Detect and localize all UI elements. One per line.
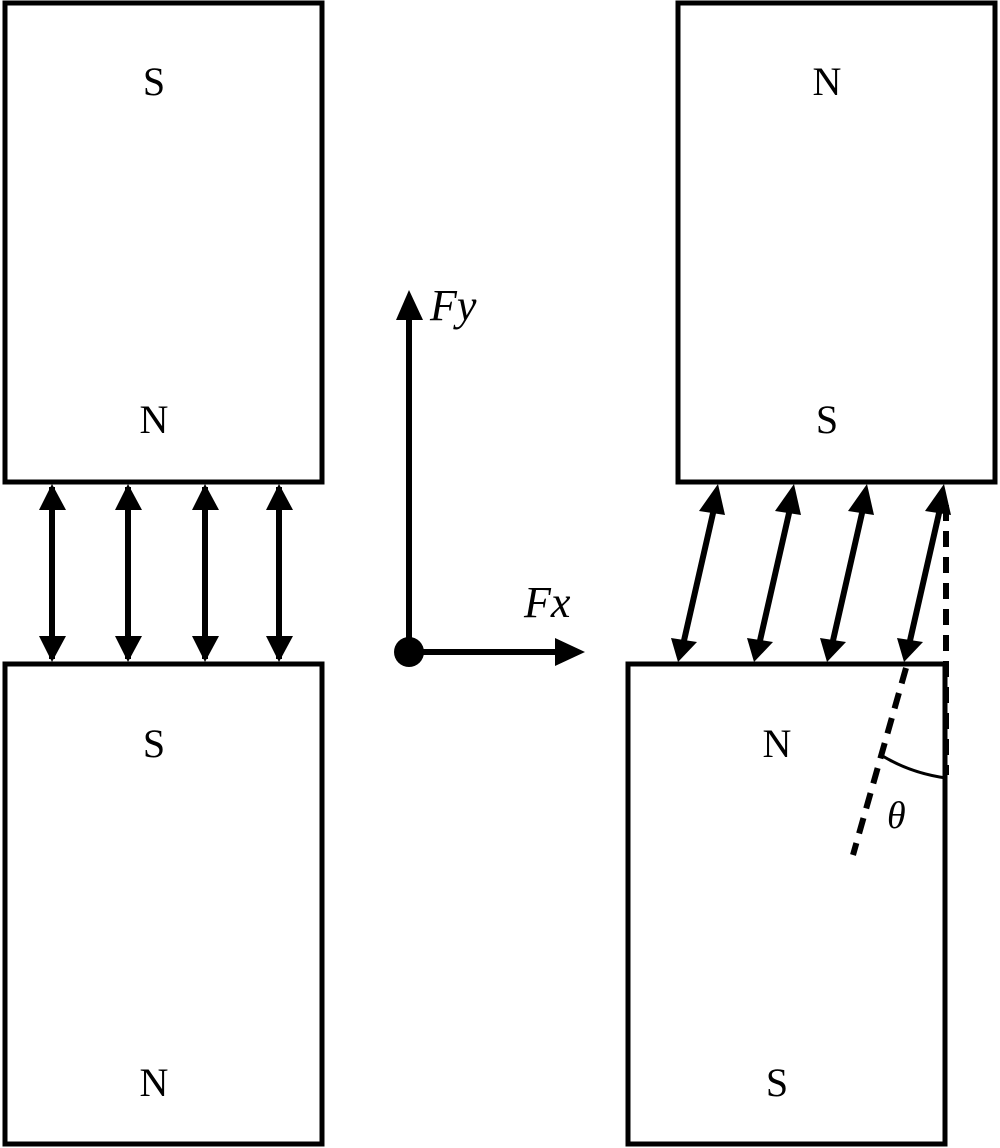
force-arrow (747, 484, 801, 662)
left-top-magnet (2, 0, 325, 485)
fx-arrowhead (555, 638, 585, 666)
left-top-magnet-top-pole: S (143, 59, 165, 104)
force-arrow (266, 484, 293, 662)
right-bottom-magnet-top-pole: N (763, 721, 792, 766)
angle-theta-label: θ (887, 795, 906, 837)
left-bottom-magnet-bottom-pole: N (140, 1060, 169, 1105)
force-arrow (820, 484, 874, 662)
left-bottom-magnet (2, 661, 325, 1147)
left-top-magnet-bottom-pole: N (140, 397, 169, 442)
force-arrow (671, 484, 725, 662)
right-top-magnet (675, 0, 998, 485)
fx-label: Fx (523, 578, 571, 627)
origin-point (394, 637, 424, 667)
right-top-magnet-bottom-pole: S (816, 397, 838, 442)
left-configuration: S N S N (2, 0, 325, 1147)
force-arrow (897, 484, 951, 662)
right-configuration: N S N S θ (625, 0, 998, 1147)
left-bottom-magnet-top-pole: S (143, 721, 165, 766)
right-top-magnet-top-pole: N (813, 59, 842, 104)
left-force-arrows (39, 484, 293, 662)
inclined-reference-dashed-line (850, 667, 909, 856)
right-bottom-magnet (625, 661, 948, 1147)
right-bottom-magnet-bottom-pole: S (766, 1060, 788, 1105)
force-arrow (39, 484, 66, 662)
fy-arrowhead (396, 290, 423, 320)
fy-label: Fy (429, 281, 477, 330)
force-axes: Fy Fx (394, 281, 585, 667)
right-force-arrows (671, 484, 951, 662)
force-arrow (115, 484, 142, 662)
force-arrow (192, 484, 219, 662)
angle-arc (880, 753, 947, 780)
